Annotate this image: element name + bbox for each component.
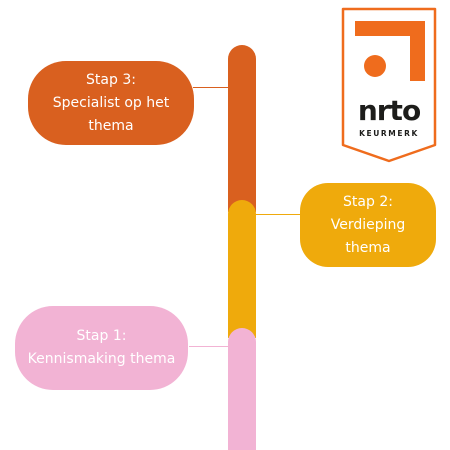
badge-logo-text: nrto — [357, 94, 421, 127]
nrto-keurmerk-logo-icon — [341, 7, 437, 163]
connector-step-2 — [256, 214, 302, 215]
badge-subtitle: KEURMERK — [359, 129, 419, 138]
step-1-title: Stap 1: — [76, 328, 127, 344]
progress-segment-step-2 — [228, 200, 256, 338]
badge-chevron-shape — [355, 21, 425, 81]
step-2-line-3: thema — [345, 239, 391, 256]
step-2-bubble: Stap 2: Verdieping thema — [300, 183, 436, 267]
connector-step-1 — [189, 346, 229, 347]
step-2-title: Stap 2: — [343, 193, 393, 210]
step-2-line-2: Verdieping — [330, 216, 406, 233]
step-1-bubble: Stap 1: Kennismaking thema — [15, 306, 188, 390]
progress-segment-step-1 — [228, 328, 256, 450]
step-3-title: Stap 3: — [86, 71, 136, 88]
step-3-line-2: Specialist op het — [52, 94, 170, 111]
step-3-line-3: thema — [88, 117, 134, 134]
progress-segment-step-3 — [228, 45, 256, 212]
step-1-line-2: Kennismaking thema — [27, 351, 176, 367]
step-3-bubble: Stap 3: Specialist op het thema — [28, 61, 194, 145]
badge-dot — [364, 55, 386, 77]
nrto-keurmerk-badge: nrto KEURMERK — [341, 7, 437, 163]
connector-step-3 — [193, 87, 229, 88]
